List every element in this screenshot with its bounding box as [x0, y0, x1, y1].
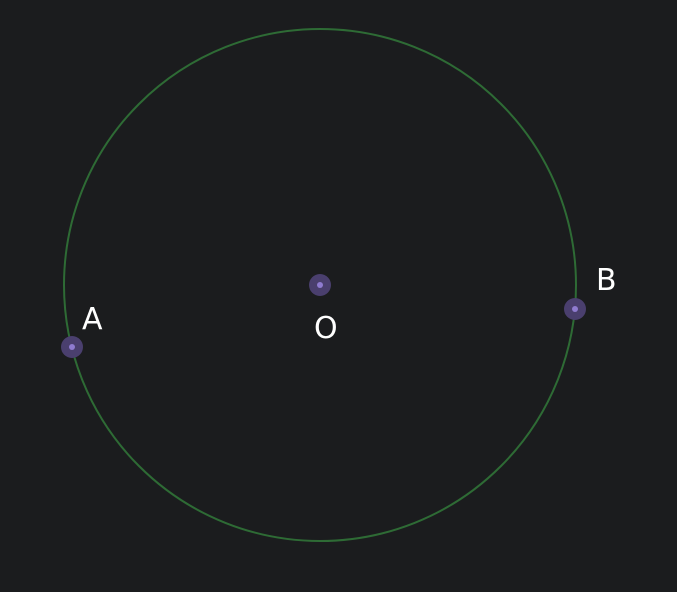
point-b-core: [572, 306, 578, 312]
point-b[interactable]: [564, 298, 586, 320]
point-b-label: B: [596, 263, 617, 298]
point-o-core: [317, 282, 323, 288]
point-a[interactable]: [61, 336, 83, 358]
point-o[interactable]: [309, 274, 331, 296]
point-a-core: [69, 344, 75, 350]
circle[interactable]: [63, 28, 577, 542]
point-o-label: O: [314, 311, 338, 346]
point-a-label: A: [82, 302, 103, 337]
